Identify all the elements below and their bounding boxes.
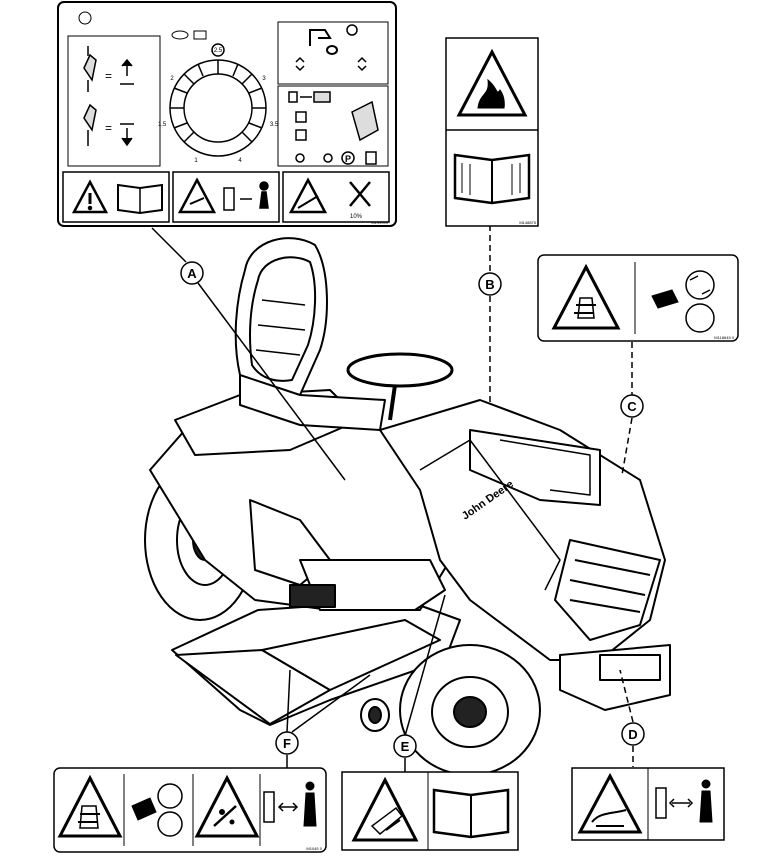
callout-e-label: E bbox=[401, 739, 410, 754]
callout-b-label: B bbox=[485, 277, 494, 292]
callout-e: E bbox=[393, 734, 417, 758]
decal-b-code: M148875 bbox=[519, 220, 536, 225]
parking-brake-icon: P bbox=[288, 91, 379, 165]
keep-distance-icon bbox=[655, 779, 713, 823]
parking-symbol: P bbox=[345, 154, 351, 164]
crush-hazard-warning-icon bbox=[351, 776, 419, 842]
dial-label-4: 4 bbox=[238, 158, 242, 164]
leader-d-top bbox=[619, 669, 634, 723]
callout-a: A bbox=[180, 261, 204, 285]
decal-a: = = bbox=[57, 1, 397, 227]
front-wheel-right bbox=[399, 644, 541, 776]
callout-f: F bbox=[275, 731, 299, 755]
callout-b: B bbox=[478, 272, 502, 296]
operator-manual-icon bbox=[432, 788, 510, 839]
equals-sign: = bbox=[105, 69, 112, 83]
fire-hazard-icon bbox=[456, 48, 528, 117]
speed-control-icon bbox=[295, 24, 367, 72]
dial-label-2: 2 bbox=[170, 76, 174, 82]
leader-a-bottom bbox=[197, 282, 346, 481]
lift-lever-icon: = = bbox=[83, 46, 134, 147]
chassis bbox=[149, 389, 451, 611]
callout-c-label: C bbox=[627, 399, 637, 414]
warning-triangle-icon bbox=[71, 179, 109, 214]
decal-a-warning-row: 10% M199999 bbox=[62, 171, 390, 225]
dial-label-2-5: 2.5 bbox=[214, 48, 223, 54]
lawn-tractor-illustration: John Deere bbox=[144, 237, 671, 776]
decal-f-code: M1045 0 bbox=[306, 846, 322, 851]
steering-wheel bbox=[346, 352, 454, 421]
dial-label-1-5: 1.5 bbox=[158, 122, 167, 128]
leader-c-bottom bbox=[621, 417, 633, 476]
thrown-objects-warning-icon bbox=[194, 774, 260, 838]
equals-sign-2: = bbox=[105, 121, 112, 135]
callout-f-label: F bbox=[283, 736, 291, 751]
dial-label-3-5: 3.5 bbox=[270, 122, 279, 128]
hand-entanglement-warning-icon bbox=[57, 774, 123, 838]
mower-deck bbox=[171, 599, 461, 732]
decal-a-code: M199999 bbox=[371, 220, 388, 225]
slope-limit-text: 10% bbox=[350, 214, 363, 220]
operator-manual-icon bbox=[453, 153, 531, 205]
decal-f: M1045 0 bbox=[53, 767, 327, 853]
decal-c: M118645 0 bbox=[537, 254, 739, 342]
dial-label-3: 3 bbox=[262, 76, 266, 82]
operator-manual-icon bbox=[117, 183, 163, 215]
leader-f-right bbox=[291, 674, 371, 733]
rollover-hazard-icon bbox=[177, 177, 269, 214]
leader-a-top bbox=[151, 227, 187, 263]
leader-lines bbox=[151, 225, 634, 772]
dial-label-1: 1 bbox=[194, 158, 198, 164]
callout-a-label: A bbox=[187, 266, 197, 281]
rotating-blade-icon bbox=[131, 783, 183, 837]
callout-d-label: D bbox=[628, 727, 637, 742]
callout-c: C bbox=[620, 394, 644, 418]
hand-entanglement-warning-icon bbox=[551, 263, 621, 330]
seat bbox=[234, 237, 386, 431]
decal-b: M148875 bbox=[445, 37, 539, 227]
hot-surface-warning-icon bbox=[577, 772, 643, 834]
leader-e-top bbox=[404, 594, 446, 737]
decal-d bbox=[571, 767, 725, 841]
callout-d: D bbox=[621, 722, 645, 746]
rotating-fan-icon bbox=[651, 270, 715, 333]
cutting-height-dial: 2.5 2 3 1.5 3.5 1 4 bbox=[158, 30, 279, 164]
decal-e bbox=[341, 771, 519, 851]
hood: John Deere bbox=[379, 399, 671, 711]
leader-f-left bbox=[286, 669, 291, 733]
slope-hazard-icon: 10% bbox=[288, 177, 371, 220]
keep-distance-icon bbox=[263, 781, 317, 827]
decal-c-code: M118645 0 bbox=[714, 335, 734, 340]
